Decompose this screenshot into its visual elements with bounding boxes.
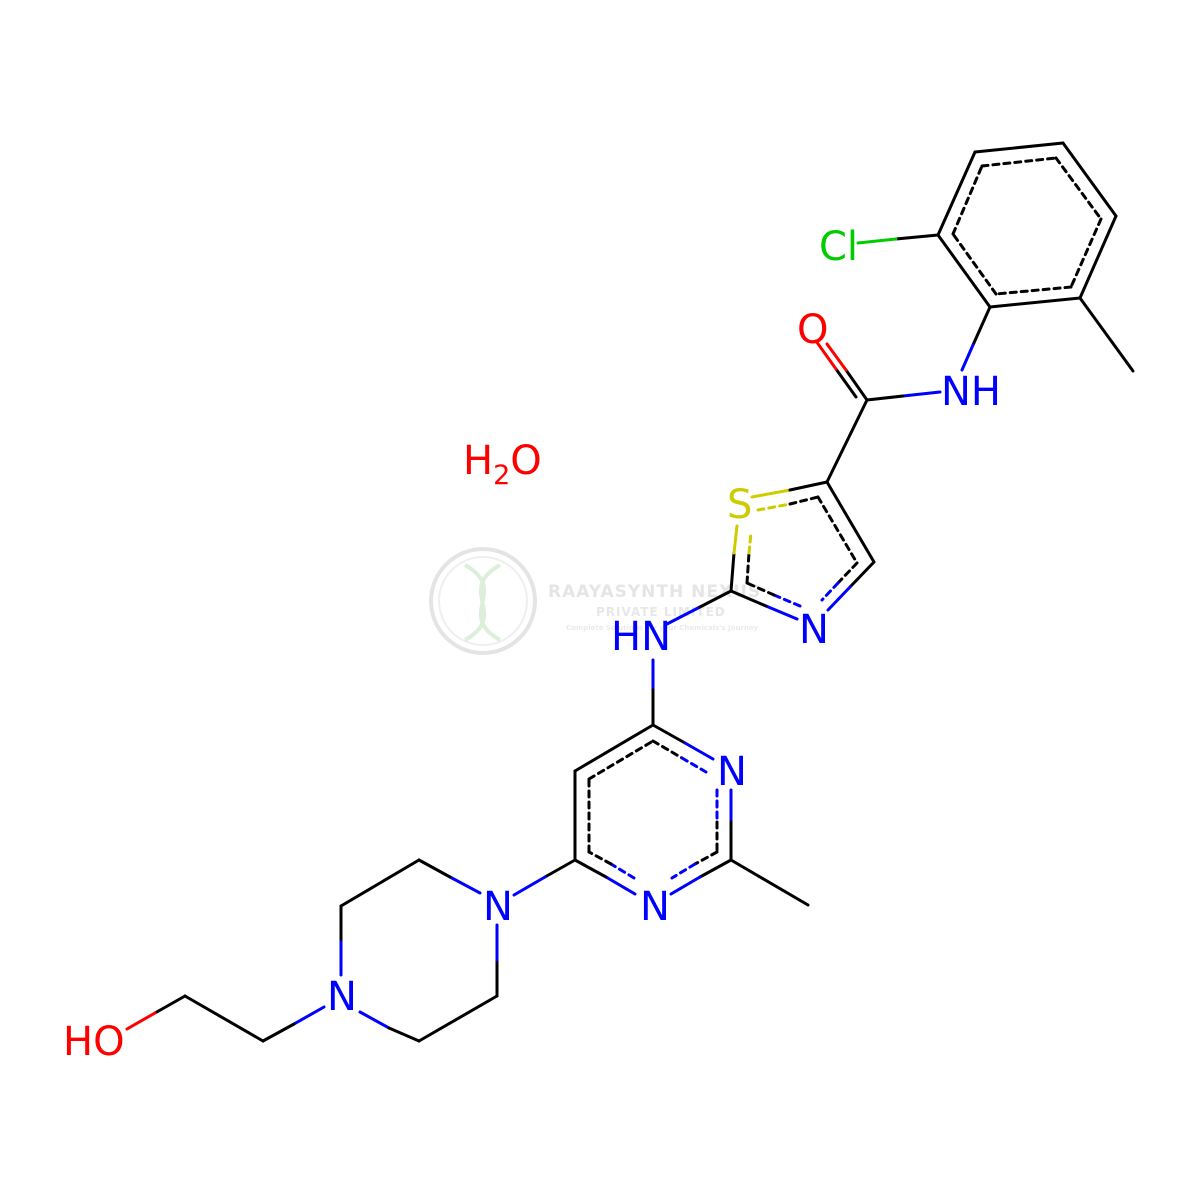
dna-helix-icon: [464, 563, 501, 642]
bond-carbonyl-2-black: [834, 367, 858, 399]
bond-n4-ch2-blue: [292, 1005, 326, 1026]
bond-pip-n1-c-upper-blue: [448, 875, 482, 895]
bond-thz-n3-c2-black: [729, 589, 768, 608]
bond-pip-c-c-bottom: [417, 994, 499, 1043]
bond-c-cl-black: [894, 233, 940, 241]
bond-thz-n3-c2-blue: [764, 604, 799, 621]
bond-ch2-oh-black: [153, 994, 187, 1015]
bond-thz-nh-black: [696, 589, 733, 610]
bond-pyr-c5-c4: [573, 723, 655, 773]
bond-pyr-pip-black: [543, 858, 577, 879]
bond-phenyl-4: [988, 296, 1082, 309]
bond-pyr-c2-n1-blue: [669, 875, 702, 896]
thiazole-sulfur-label: S: [727, 482, 752, 528]
pyrimidine-n-upper-label: N: [717, 749, 747, 795]
bond-nh-carbonyl-black: [865, 394, 905, 402]
bonds: [125, 141, 1135, 1043]
amine-hn-label: HN: [611, 614, 671, 660]
bond-thz-c2-s-yellow: [732, 524, 739, 555]
watermark-company: RAAYASYNTH NEXUS: [548, 582, 761, 602]
water-label: H2O: [463, 438, 542, 491]
bond-phenyl-6: [936, 150, 977, 237]
bond-phenyl-3: [1078, 214, 1118, 300]
bond-carbonyl-2-red: [814, 339, 838, 371]
bond-n4-ch2-black: [261, 1022, 296, 1043]
bond-ring-nh-blue: [960, 343, 975, 372]
bond-pyr-c4-n3-blue: [683, 741, 715, 761]
bond-phenyl-5: [936, 233, 992, 309]
amide-oxygen-label: O: [797, 307, 828, 353]
bond-c-cl-green: [856, 237, 898, 245]
watermark-tagline: Complete Solutions for your Chemicals's …: [566, 624, 759, 632]
bond-thz-s-c5-yellow: [750, 488, 792, 499]
bond-carbonyl-thiazole: [825, 398, 869, 484]
piperazine-n-upper-label: N: [483, 884, 513, 930]
bond-pyr-c4-n3-black: [651, 723, 687, 745]
bond-pip-c-c-top: [339, 858, 421, 908]
water-subscript: 2: [493, 460, 510, 491]
bond-ring-nh-black: [971, 305, 992, 347]
watermark: RAAYASYNTH NEXUS PRIVATE LIMITED Complet…: [429, 547, 761, 655]
bond-thz-c4-n3-blue: [826, 585, 852, 612]
bond-pip-n1-c-upper-black: [417, 858, 452, 879]
bond-pip-n4-c-lower-blue: [358, 1010, 391, 1030]
thiazole-nitrogen-label: N: [799, 607, 829, 653]
bond-pyr-n1-c6-black: [573, 858, 608, 879]
hydroxyl-label: HO: [63, 1019, 125, 1065]
bond-nh-carbonyl-blue: [901, 390, 942, 398]
pyrimidine-n-lower-label: N: [640, 884, 670, 930]
water-o: O: [510, 438, 541, 484]
phenyl-aromatic-dashes: [951, 156, 1103, 296]
bond-thz-c4-n3-black: [848, 560, 876, 589]
bond-pyr-methyl: [729, 858, 810, 907]
piperazine-n-lower-label: N: [327, 974, 357, 1020]
bond-phenyl-2: [1061, 141, 1118, 218]
bond-thz-c2-s-black: [729, 551, 736, 593]
bond-pip-n4-c-lower-black: [387, 1026, 421, 1043]
bond-thz-c5-c4: [825, 480, 876, 564]
atom-labels: H2O Cl O NH S N HN N N N N HO: [63, 224, 1001, 1065]
water-h: H: [463, 438, 493, 484]
bond-carbonyl-1-red: [825, 342, 848, 372]
bond-thz-nh-blue: [665, 606, 700, 626]
chlorine-label: Cl: [819, 224, 858, 270]
bond-ch2-ch2: [183, 994, 265, 1043]
bond-phenyl-methyl: [1078, 296, 1135, 373]
bond-thz-s-c5-black: [788, 480, 829, 492]
watermark-line2: PRIVATE LIMITED: [596, 605, 726, 619]
bond-pyr-c2-n1-black: [698, 858, 733, 879]
pyrimidine-aromatic-dashes: [587, 739, 719, 880]
bond-pyr-n1-c6-blue: [604, 875, 637, 896]
bond-phenyl-1: [973, 141, 1065, 154]
amide-nh-label: NH: [941, 369, 1001, 415]
bond-carbonyl-1-black: [844, 368, 869, 402]
thiazole-aromatic-dashes: [745, 495, 859, 608]
bond-pyr-pip-blue: [512, 875, 547, 897]
bond-ch2-oh-red: [125, 1011, 157, 1031]
